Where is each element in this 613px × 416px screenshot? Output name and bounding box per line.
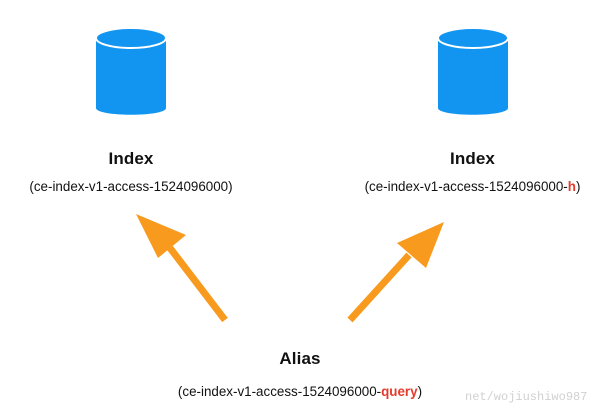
index-left-title: Index bbox=[108, 149, 154, 168]
arrow-right-shaft bbox=[347, 252, 412, 323]
arrow-left-shaft bbox=[167, 245, 228, 323]
alias-node: Alias (ce-index-v1-access-1524096000-que… bbox=[130, 349, 470, 400]
database-icon-left bbox=[95, 27, 167, 115]
index-right-node: Index (ce-index-v1-access-1524096000-h) bbox=[335, 24, 610, 195]
arrow-right-head bbox=[397, 222, 444, 268]
alias-name: (ce-index-v1-access-1524096000-query) bbox=[177, 384, 423, 399]
index-right-name: (ce-index-v1-access-1524096000-h) bbox=[364, 179, 581, 194]
index-left-node: Index (ce-index-v1-access-1524096000) bbox=[6, 24, 256, 195]
alias-title: Alias bbox=[279, 349, 321, 368]
index-left-name: (ce-index-v1-access-1524096000) bbox=[29, 179, 233, 194]
watermark-text: net/wojiushiwo987 bbox=[465, 390, 588, 404]
arrow-left-head bbox=[136, 214, 186, 258]
index-right-title: Index bbox=[450, 149, 495, 168]
index-right-suffix: h bbox=[567, 179, 576, 194]
database-icon-right bbox=[436, 27, 509, 115]
alias-suffix: query bbox=[381, 384, 418, 399]
